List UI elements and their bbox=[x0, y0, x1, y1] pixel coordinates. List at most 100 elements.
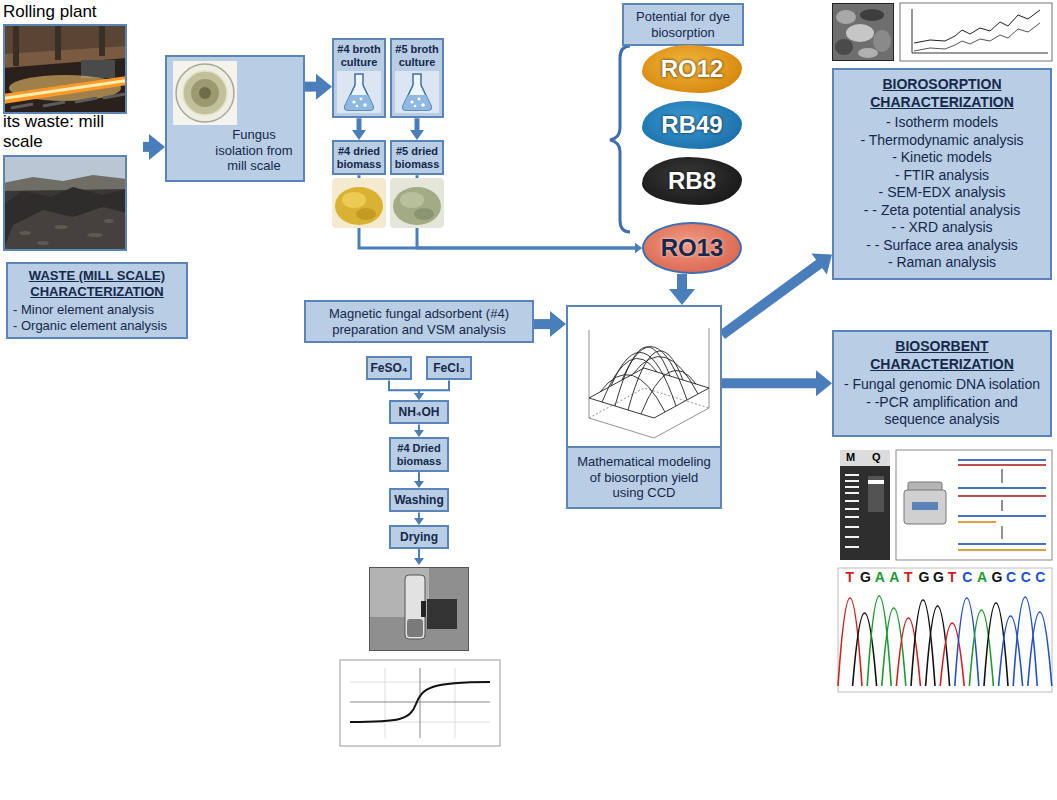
process-box: Magnetic fungal adsorbent (#4) preparati… bbox=[304, 300, 534, 343]
flow-arrow bbox=[722, 370, 832, 396]
arrow-head bbox=[352, 130, 366, 140]
node-text: Magnetic fungal adsorbent (#4) preparati… bbox=[311, 306, 527, 337]
flask-icon-image bbox=[395, 71, 439, 113]
heading-text: BIOROSORPTION CHARACTERIZATION bbox=[840, 76, 1044, 111]
node-text: RO12 bbox=[661, 55, 724, 84]
flask-icon bbox=[395, 71, 439, 113]
biomass-powder-photo bbox=[332, 178, 386, 228]
base-call-letter: C bbox=[1006, 570, 1016, 584]
node-text: #4 broth culture bbox=[336, 43, 382, 68]
process-arrow bbox=[414, 549, 424, 565]
process-step: Washing bbox=[389, 488, 449, 512]
base-call-letter: C bbox=[1021, 570, 1031, 584]
arrow-head bbox=[410, 130, 424, 140]
reagent-box: FeCl₃ bbox=[426, 356, 472, 380]
list-text: - FTIR analysis bbox=[840, 167, 1044, 185]
biomass-powder-photo bbox=[390, 178, 444, 228]
base-call-letter: G bbox=[933, 570, 944, 584]
dye-sample: RB8 bbox=[642, 157, 742, 205]
base-call-letter: G bbox=[919, 570, 930, 584]
base-call-letter: A bbox=[889, 570, 899, 584]
process-step: #4 Dried biomass bbox=[389, 437, 449, 472]
flow-arrow bbox=[352, 118, 366, 140]
photo-panel: its waste: mill scale bbox=[3, 112, 143, 251]
list-text: - - Zeta potential analysis bbox=[840, 202, 1044, 220]
arrow-shaft bbox=[143, 142, 150, 152]
arrow-head bbox=[414, 393, 424, 400]
flow-arrow bbox=[534, 311, 566, 337]
list-text: - Minor element analysis bbox=[13, 302, 181, 318]
culture-box: #4 broth culture bbox=[332, 38, 386, 118]
ftir-spectrum bbox=[900, 3, 1052, 61]
pcr-illustration bbox=[896, 450, 1052, 560]
reagent-box: NH₄OH bbox=[389, 400, 449, 424]
arrow-shaft bbox=[722, 378, 817, 388]
arrow-shaft bbox=[357, 118, 362, 131]
arrow-shaft bbox=[418, 472, 420, 482]
flow-arrow bbox=[410, 118, 424, 140]
node-text: NH₄OH bbox=[393, 405, 445, 419]
arrow-shaft bbox=[305, 82, 317, 92]
list-text: - Organic element analysis bbox=[13, 318, 181, 334]
sequence-chromatogram bbox=[838, 568, 1052, 692]
node-text: FeCl₃ bbox=[430, 361, 468, 375]
petri-dish-photo bbox=[173, 61, 237, 125]
list-text: - SEM-EDX analysis bbox=[840, 184, 1044, 202]
base-call-letter: G bbox=[992, 570, 1003, 584]
node-text: #5 dried biomass bbox=[394, 145, 440, 170]
flow-arrow bbox=[722, 253, 832, 335]
magnet-photo bbox=[369, 567, 469, 651]
sem-micrograph bbox=[832, 3, 894, 61]
gel-lane-label: M bbox=[846, 452, 855, 463]
flow-arrow bbox=[669, 274, 695, 305]
process-step: Drying bbox=[389, 525, 449, 549]
heading-text: WASTE (MILL SCALE) CHARACTERIZATION bbox=[13, 268, 181, 299]
heading-text: BIOSORBENT CHARACTERIZATION bbox=[840, 338, 1044, 373]
node-text: #4 dried biomass bbox=[336, 145, 382, 170]
rolling-plant-photo bbox=[3, 24, 127, 114]
base-call-letter: C bbox=[1035, 570, 1045, 584]
arrow-shaft bbox=[534, 319, 551, 329]
gel-lane-label: Q bbox=[872, 452, 881, 463]
heading-box: Potential for dye biosorption bbox=[622, 3, 744, 46]
dye-sample: RO13 bbox=[642, 222, 742, 274]
arrow-shaft bbox=[417, 175, 636, 248]
base-call-letter: T bbox=[948, 570, 957, 584]
arrow-head bbox=[669, 289, 695, 305]
flow-arrow bbox=[143, 134, 165, 160]
node-text: Fungus isolation from mill scale bbox=[171, 125, 299, 177]
flow-arrow bbox=[414, 424, 424, 437]
base-call-letter: A bbox=[977, 570, 987, 584]
arrow-head bbox=[550, 311, 566, 337]
photo-heading: its waste: mill scale bbox=[3, 112, 143, 153]
characterization-box: WASTE (MILL SCALE) CHARACTERIZATION - Min… bbox=[6, 262, 188, 339]
list-text: - -PCR amplification and sequence analys… bbox=[840, 394, 1044, 429]
node-text: Drying bbox=[393, 530, 445, 544]
node-text: #4 Dried biomass bbox=[393, 442, 445, 467]
arrow-head bbox=[811, 253, 832, 274]
arrow-head bbox=[414, 518, 424, 525]
flow-arrow bbox=[305, 74, 332, 100]
characterization-box: BIOSORBENT CHARACTERIZATION- Fungal geno… bbox=[832, 330, 1052, 437]
mill-scale-photo-image bbox=[3, 155, 127, 251]
list-text: - - Surface area analysis bbox=[840, 237, 1044, 255]
biomass-box: #4 dried biomass bbox=[332, 140, 386, 175]
arrow-shaft bbox=[359, 175, 636, 248]
list-text: - Thermodynamic analysis bbox=[840, 132, 1044, 150]
process-box: Fungus isolation from mill scale bbox=[165, 55, 305, 182]
list-text: - Isotherm models bbox=[840, 114, 1044, 132]
list-text: - Raman analysis bbox=[840, 254, 1044, 272]
flow-arrow bbox=[359, 175, 642, 253]
node-text: Mathematical modeling of biosorption yie… bbox=[568, 446, 720, 507]
culture-box: #5 broth culture bbox=[390, 38, 444, 118]
gel-electrophoresis-photo bbox=[840, 450, 890, 560]
biomass-box: #5 dried biomass bbox=[390, 140, 444, 175]
mill-scale-photo bbox=[3, 155, 127, 251]
arrow-head bbox=[414, 430, 424, 437]
photo-heading: Rolling plant bbox=[3, 2, 143, 22]
arrow-shaft bbox=[415, 118, 420, 131]
response-surface-plot bbox=[569, 308, 719, 446]
